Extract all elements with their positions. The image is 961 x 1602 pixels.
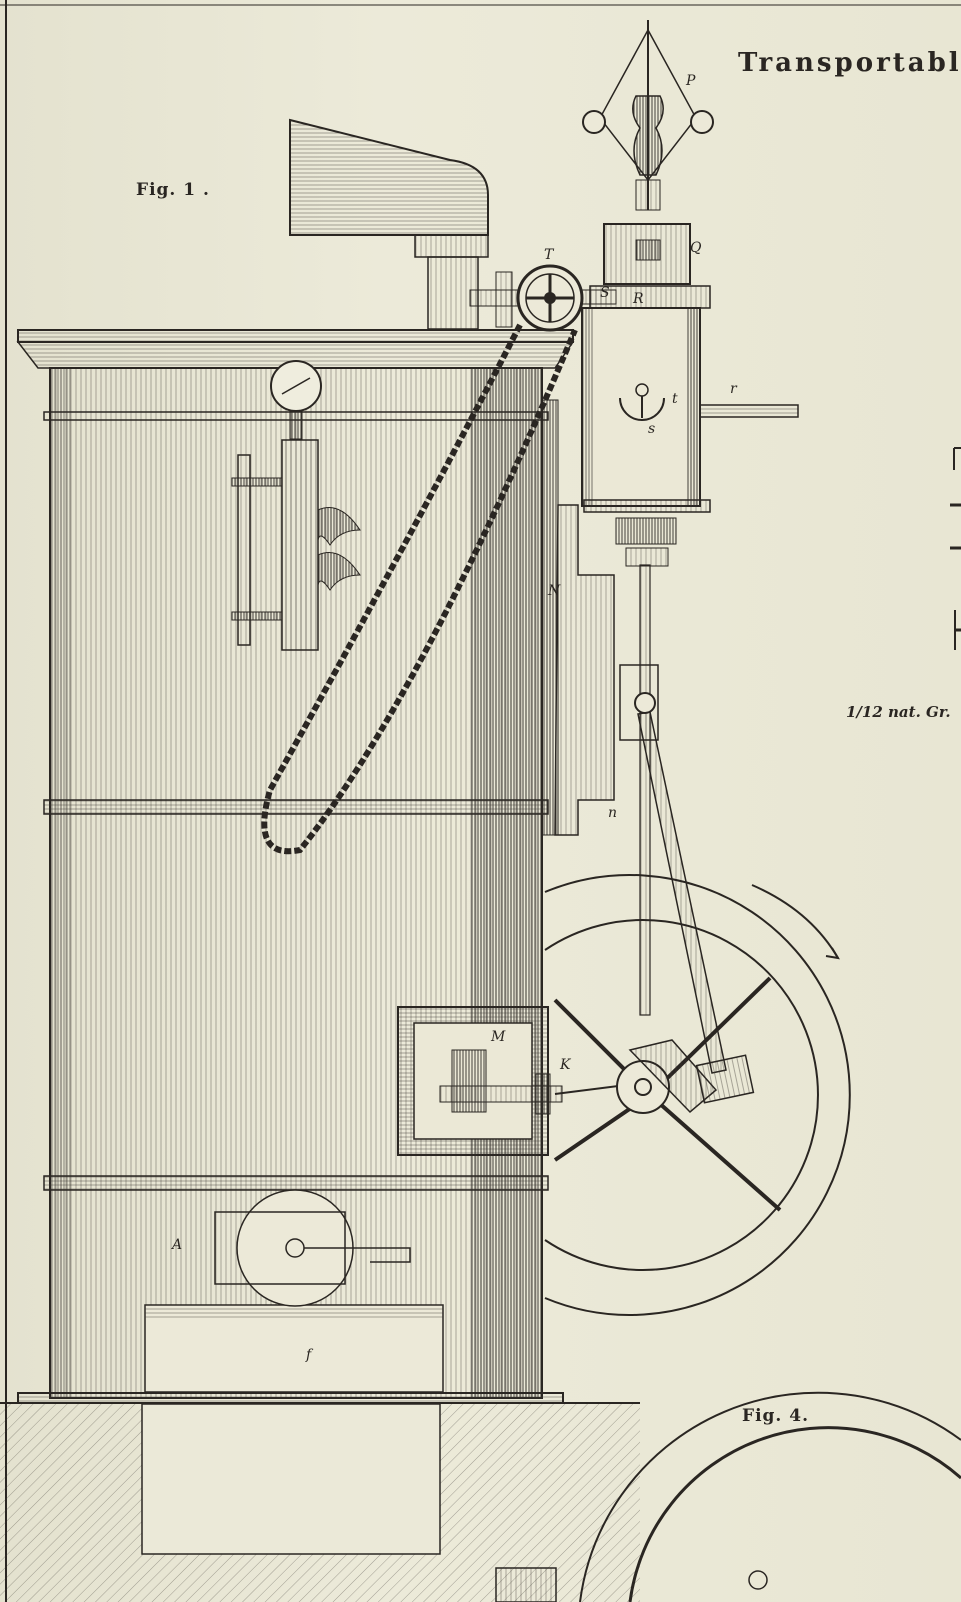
figure-1-caption: Fig. 1 . [136, 180, 210, 200]
label-r: r [730, 381, 737, 397]
label-R: R [633, 291, 644, 307]
label-s: s [648, 421, 656, 437]
valve-chest [581, 223, 799, 567]
cylinder-bracket-N [541, 399, 615, 836]
governor-P [582, 20, 714, 211]
pressure-gauge [270, 360, 322, 440]
crank [616, 1039, 755, 1114]
regulator-chain [261, 323, 578, 855]
label-K: K [560, 1057, 571, 1073]
figure-4-caption: Fig. 4. [742, 1406, 809, 1426]
label-t: t [672, 391, 678, 407]
label-M: M [491, 1029, 506, 1045]
label-S: S [600, 285, 610, 301]
plate-title: Transportable [738, 48, 961, 78]
label-Q: Q [690, 240, 702, 256]
water-gauge [231, 439, 361, 651]
scale-note: 1/12 nat. Gr. [846, 703, 951, 721]
chimney-hood [289, 118, 489, 330]
figure-4-drawing [495, 1391, 961, 1602]
feed-pump-M [397, 1006, 651, 1156]
label-P: P [686, 73, 696, 89]
label-N: N [548, 583, 561, 599]
connecting-rod [619, 564, 727, 1074]
label-A: A [172, 1237, 183, 1253]
right-edge-partial-figure [950, 447, 961, 650]
label-T: T [544, 247, 554, 263]
label-f: f [306, 1347, 312, 1363]
label-n: n [608, 805, 618, 821]
